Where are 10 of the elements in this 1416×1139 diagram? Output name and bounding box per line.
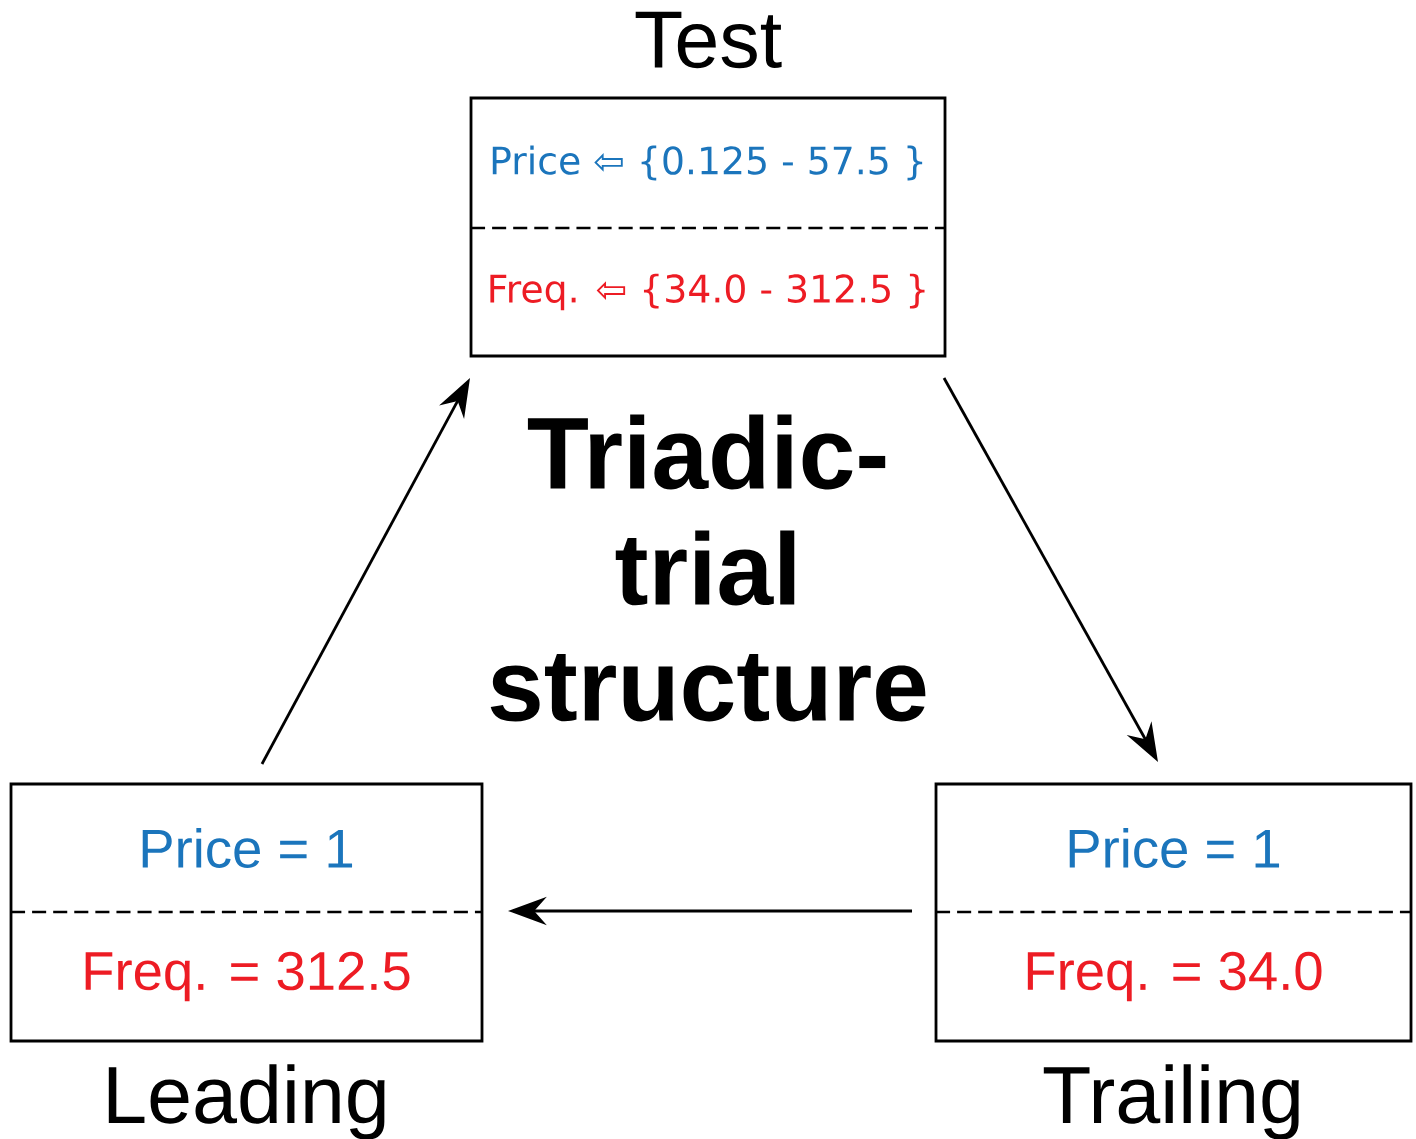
value-text: Freq. = 312.5 xyxy=(85,951,410,1002)
value-text: Price = 1 xyxy=(1069,827,1280,868)
value-text: Price = 1 xyxy=(142,827,353,868)
heading: Trailing xyxy=(1043,1064,1299,1139)
value-text: Price ⇦ {0.125 - 57.5 } xyxy=(492,145,923,181)
value-text: Freq. = 34.0 xyxy=(1027,951,1322,1002)
title: Triadic-trial structure xyxy=(490,414,926,722)
heading: Test xyxy=(635,11,782,69)
value-text: Freq. ⇦ {34.0 - 312.5 } xyxy=(490,273,925,311)
heading: Leading xyxy=(108,1064,385,1139)
